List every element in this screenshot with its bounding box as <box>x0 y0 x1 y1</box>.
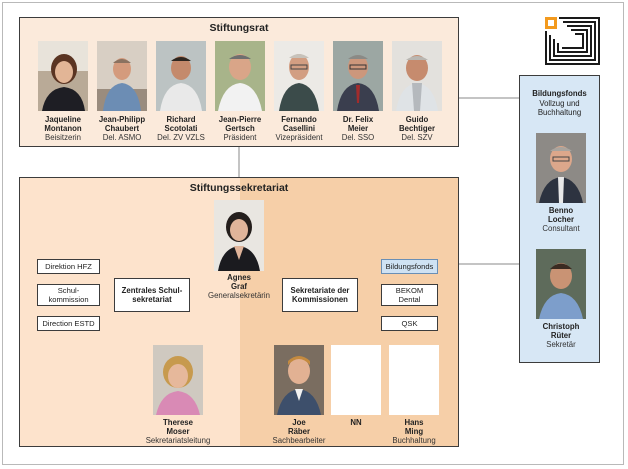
bildungsfonds-subtitle-2: Buchhaltung <box>537 108 582 117</box>
sekretariat-title: Stiftungssekretariat <box>189 182 289 194</box>
person-moser: Therese Moser Sekretariatsleitung <box>135 418 221 445</box>
photo-scotolati <box>156 41 206 111</box>
member-last-name: Gertsch <box>225 124 255 133</box>
member-role: Präsident <box>223 133 257 142</box>
person-first-name: Hans <box>404 418 424 427</box>
member-first-name: Fernando <box>281 115 317 124</box>
member-role: Del. SZV <box>401 133 433 142</box>
member-role: Del. SSO <box>341 133 375 142</box>
photo-moser <box>153 345 203 415</box>
photo-locher <box>536 133 586 203</box>
member-gertsch: Jean-Pierre Gertsch Präsident <box>207 115 273 142</box>
person-first-name: Therese <box>163 418 193 427</box>
member-chaubert: Jean-Philipp Chaubert Del. ASMO <box>89 115 155 142</box>
photo-gertsch <box>215 41 265 111</box>
member-last-name: Scotolati <box>164 124 198 133</box>
bildungsfonds-box: Bildungsfonds <box>381 259 438 274</box>
member-casellini: Fernando Casellini Vizepräsident <box>266 115 332 142</box>
person-rueter: Christoph Rüter Sekretär <box>527 322 595 349</box>
box-line: Direction ESTD <box>42 319 95 328</box>
member-role: Vizepräsident <box>275 133 323 142</box>
person-last-name: Locher <box>548 215 574 224</box>
member-scotolati: Richard Scotolati Del. ZV VZLS <box>148 115 214 142</box>
member-first-name: Guido <box>405 115 429 124</box>
photo-raeber <box>274 345 324 415</box>
box-line: sekretariat <box>132 295 172 304</box>
person-last-name: Räber <box>287 427 311 436</box>
member-last-name: Chaubert <box>104 124 140 133</box>
member-montanon: Jaqueline Montanon Beisitzerin <box>30 115 96 142</box>
box-line: BEKOM <box>395 286 424 295</box>
placeholder-photo-ming <box>389 345 439 415</box>
person-nn: NN <box>326 418 386 427</box>
person-last-name: Graf <box>230 282 248 291</box>
member-role: Beisitzerin <box>45 133 81 142</box>
person-ming: Hans Ming Buchhaltung <box>380 418 448 445</box>
foundation-logo <box>545 17 600 65</box>
member-first-name: Jean-Philipp <box>98 115 146 124</box>
box-line: Direktion HFZ <box>45 262 92 271</box>
person-graf: Agnes Graf Generalsekretärin <box>195 273 283 300</box>
member-last-name: Bechtiger <box>399 124 435 133</box>
member-last-name: Casellini <box>282 124 316 133</box>
box-line: Zentrales Schul- <box>121 286 183 295</box>
photo-casellini <box>274 41 324 111</box>
person-first-name: Agnes <box>227 273 251 282</box>
placeholder-photo-nn <box>331 345 381 415</box>
bildungsfonds-header: Bildungsfonds Vollzug und Buchhaltung <box>520 89 599 118</box>
direction-estd-box: Direction ESTD <box>37 316 100 331</box>
photo-montanon <box>38 41 88 111</box>
person-first-name: NN <box>350 418 362 427</box>
person-first-name: Benno <box>548 206 574 215</box>
member-bechtiger: Guido Bechtiger Del. SZV <box>384 115 450 142</box>
person-role: Sekretariatsleitung <box>145 436 211 445</box>
person-last-name: Moser <box>166 427 190 436</box>
box-line: Dental <box>398 295 421 304</box>
member-role: Del. ASMO <box>102 133 142 142</box>
person-first-name: Joe <box>292 418 306 427</box>
photo-rueter <box>536 249 586 319</box>
member-first-name: Dr. Felix <box>342 115 374 124</box>
member-last-name: Meier <box>347 124 369 133</box>
person-role: Sekretär <box>546 340 576 349</box>
person-role: Buchhaltung <box>392 436 436 445</box>
stiftungsrat-title: Stiftungsrat <box>209 22 269 34</box>
member-first-name: Jean-Pierre <box>218 115 262 124</box>
bildungsfonds-title: Bildungsfonds <box>532 89 587 98</box>
photo-bechtiger <box>392 41 442 111</box>
box-line: Bildungsfonds <box>385 262 434 271</box>
person-last-name: Ming <box>404 427 424 436</box>
member-first-name: Richard <box>166 115 196 124</box>
person-role: Consultant <box>542 224 580 233</box>
member-role: Del. ZV VZLS <box>157 133 205 142</box>
zentrales-schulsekretariat-box: Zentrales Schul-sekretariat <box>114 278 190 312</box>
box-line: Sekretariate der <box>290 286 350 295</box>
member-last-name: Montanon <box>44 124 82 133</box>
photo-graf <box>214 200 264 271</box>
qsk-box: QSK <box>381 316 438 331</box>
direktion-hfz-box: Direktion HFZ <box>37 259 100 274</box>
person-locher: Benno Locher Consultant <box>527 206 595 233</box>
box-line: Kommissionen <box>292 295 348 304</box>
photo-chaubert <box>97 41 147 111</box>
member-meier: Dr. Felix Meier Del. SSO <box>325 115 391 142</box>
bildungsfonds-subtitle-1: Vollzug und <box>539 98 580 108</box>
schulkommission-box: Schul-kommission <box>37 284 100 306</box>
person-last-name: Rüter <box>550 331 572 340</box>
person-role: Generalsekretärin <box>208 291 270 300</box>
box-line: Schul- <box>57 286 80 295</box>
person-raeber: Joe Räber Sachbearbeiter <box>262 418 336 445</box>
person-first-name: Christoph <box>542 322 580 331</box>
photo-meier <box>333 41 383 111</box>
person-role: Sachbearbeiter <box>272 436 326 445</box>
member-first-name: Jaqueline <box>45 115 81 124</box>
box-line: QSK <box>401 319 418 328</box>
box-line: kommission <box>48 295 89 304</box>
